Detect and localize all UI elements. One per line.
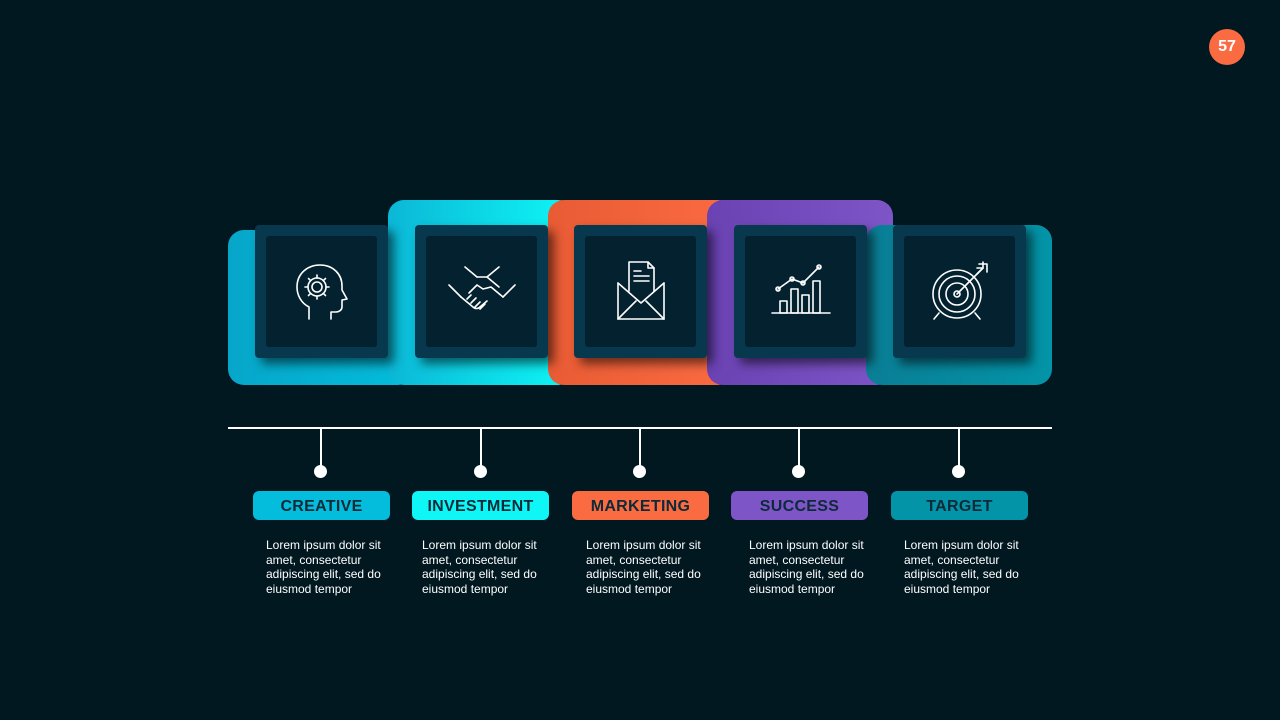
envelope-letter-icon (616, 260, 665, 320)
card-target-inner (904, 236, 1015, 347)
timeline-dot (633, 465, 646, 478)
step-title-target: TARGET (891, 491, 1028, 520)
card-success (734, 225, 867, 358)
card-target (893, 225, 1026, 358)
step-title-success: SUCCESS (731, 491, 868, 520)
card-creative (255, 225, 388, 358)
step-description-investment: Lorem ipsum dolor sit amet, consectetur … (422, 538, 537, 596)
card-investment (415, 225, 548, 358)
step-description-success: Lorem ipsum dolor sit amet, consectetur … (749, 538, 864, 596)
timeline-dot (474, 465, 487, 478)
step-title-creative: CREATIVE (253, 491, 390, 520)
card-marketing-inner (585, 236, 696, 347)
card-creative-inner (266, 236, 377, 347)
timeline-stem (320, 429, 322, 467)
growth-chart-icon (770, 263, 831, 314)
step-description-creative: Lorem ipsum dolor sit amet, consectetur … (266, 538, 381, 596)
step-title-marketing: MARKETING (572, 491, 709, 520)
handshake-icon (447, 265, 516, 310)
step-description-target: Lorem ipsum dolor sit amet, consectetur … (904, 538, 1019, 596)
timeline-stem (798, 429, 800, 467)
timeline-stem (639, 429, 641, 467)
card-investment-inner (426, 236, 537, 347)
card-success-inner (745, 236, 856, 347)
step-description-marketing: Lorem ipsum dolor sit amet, consectetur … (586, 538, 701, 596)
timeline-dot (314, 465, 327, 478)
head-gear-icon (295, 263, 348, 320)
card-marketing (574, 225, 707, 358)
timeline-stem (958, 429, 960, 467)
step-title-investment: INVESTMENT (412, 491, 549, 520)
page-number-badge: 57 (1209, 29, 1245, 65)
timeline-stem (480, 429, 482, 467)
timeline-dot (952, 465, 965, 478)
target-arrow-icon (931, 260, 988, 320)
timeline-dot (792, 465, 805, 478)
timeline-line (228, 427, 1052, 429)
